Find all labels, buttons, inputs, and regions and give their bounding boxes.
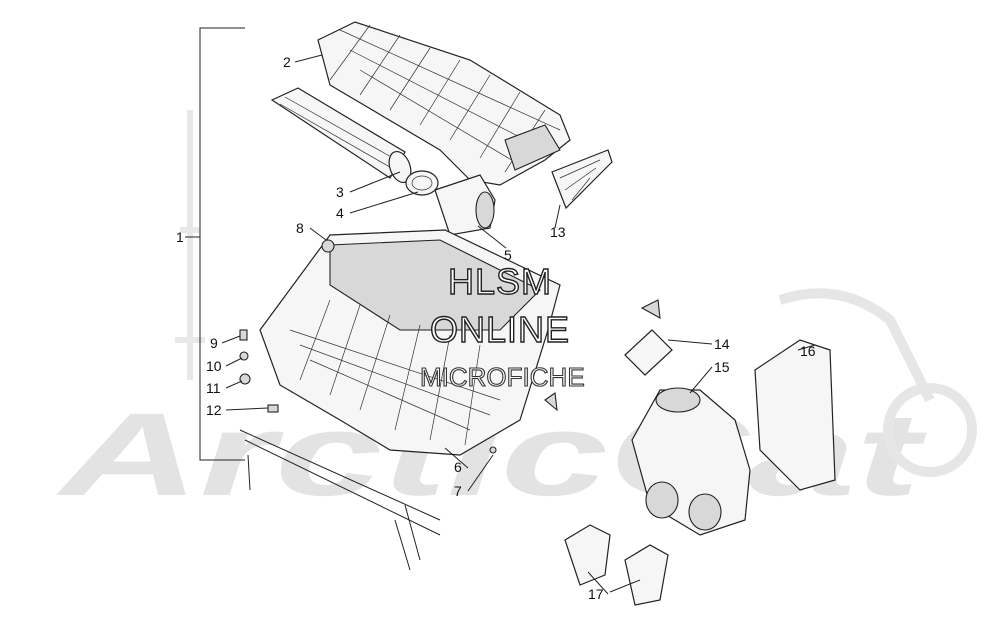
filter-end-cap [405,170,439,196]
callout-14: 14 [714,336,730,352]
intake-tray-assembly [259,229,561,456]
watermark-line2: ONLINE [430,309,570,350]
callout-4: 4 [336,205,344,221]
callout-13: 13 [550,224,566,240]
callout-1: 1 [176,229,184,245]
callout-11: 11 [206,380,221,396]
watermark-line3: MICROFICHE [420,362,585,392]
callout-2: 2 [283,54,291,70]
hlsm-watermark: HLSM ONLINE MICROFICHE [419,260,585,392]
callout-5: 5 [504,247,512,263]
intake-duct [434,174,496,236]
callout-6: 6 [454,459,462,475]
callout-17: 17 [588,586,604,602]
callout-15: 15 [714,359,730,375]
screen-frame [551,149,613,210]
callout-12: 12 [206,402,222,418]
callout-3: 3 [336,184,344,200]
leader-lines [221,54,816,595]
callout-labels: 1 2 3 4 5 6 7 8 9 10 11 12 13 14 15 16 1… [176,54,816,602]
callout-16: 16 [800,343,816,359]
frame-rails [239,429,441,571]
outlet-duct-assembly [544,299,836,606]
callout-10: 10 [206,358,222,374]
callout-9: 9 [210,335,218,351]
callout-8: 8 [296,220,304,236]
air-intake-housing [317,21,571,186]
watermark-line1: HLSM [448,261,552,302]
callout-7: 7 [454,483,462,499]
assembly-bracket [185,27,245,461]
